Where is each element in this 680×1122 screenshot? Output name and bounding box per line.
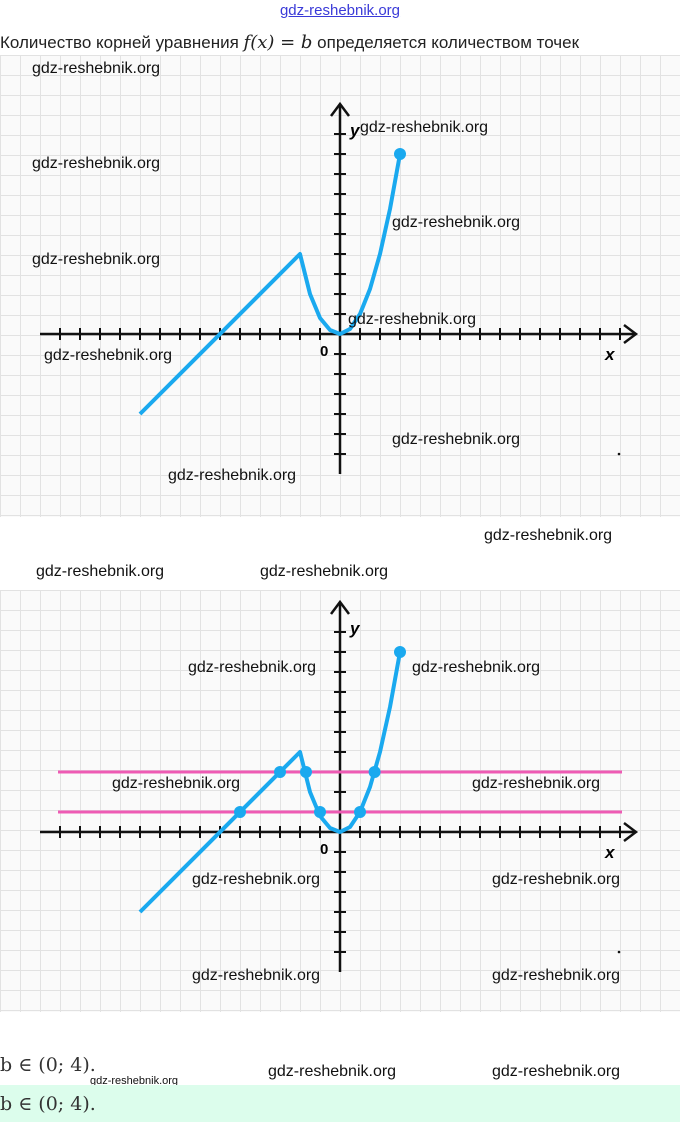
watermark: gdz-reshebnik.org bbox=[492, 967, 621, 984]
x-axis-arrow bbox=[623, 822, 639, 842]
intro-text: Количество корней уравнения f(x) = b опр… bbox=[0, 32, 580, 53]
function-curve bbox=[138, 153, 402, 416]
y-axis-arrow bbox=[330, 101, 350, 117]
answer-box bbox=[0, 1085, 680, 1122]
x-axis-label: x bbox=[604, 843, 616, 862]
x-axis-label: x bbox=[604, 345, 616, 364]
watermark: gdz-reshebnik.org bbox=[492, 1063, 621, 1080]
origin-label: 0 bbox=[320, 841, 328, 858]
watermark: gdz-reshebnik.org bbox=[492, 871, 621, 888]
watermark: gdz-reshebnik.org bbox=[260, 563, 389, 580]
watermark: gdz-reshebnik.org bbox=[472, 775, 601, 792]
watermark: gdz-reshebnik.org bbox=[348, 311, 477, 328]
curve-endpoint bbox=[394, 148, 406, 160]
watermark: gdz-reshebnik.org bbox=[112, 775, 241, 792]
dot bbox=[617, 452, 621, 456]
watermark: gdz-reshebnik.org bbox=[192, 967, 321, 984]
y-axis-label: y bbox=[349, 121, 361, 140]
y-axis-label: y bbox=[349, 619, 361, 638]
watermark: gdz-reshebnik.org bbox=[32, 251, 161, 268]
watermark: gdz-reshebnik.org bbox=[392, 214, 521, 231]
intersection-point bbox=[314, 806, 326, 818]
watermark: gdz-reshebnik.org bbox=[392, 431, 521, 448]
intersection-point bbox=[234, 806, 246, 818]
intersection-point bbox=[368, 766, 381, 778]
answer-text: b ∈ (0; 4). bbox=[0, 1054, 96, 1076]
intersection-point bbox=[300, 766, 312, 778]
function-curve bbox=[138, 651, 402, 914]
intersection-point bbox=[354, 806, 366, 818]
answer-highlighted: b ∈ (0; 4). bbox=[0, 1093, 96, 1115]
watermark: gdz-reshebnik.org bbox=[168, 467, 297, 484]
watermark: gdz-reshebnik.org bbox=[360, 119, 489, 136]
watermark: gdz-reshebnik.org bbox=[32, 155, 161, 172]
watermark: gdz-reshebnik.org bbox=[192, 871, 321, 888]
watermark: gdz-reshebnik.org bbox=[36, 563, 165, 580]
curve-endpoint bbox=[394, 646, 406, 658]
x-axis-arrow bbox=[623, 324, 639, 344]
origin-label: 0 bbox=[320, 343, 328, 360]
watermark: gdz-reshebnik.org bbox=[268, 1063, 397, 1080]
watermark: gdz-reshebnik.org bbox=[44, 347, 173, 364]
y-axis-arrow bbox=[330, 599, 350, 615]
watermark: gdz-reshebnik.org bbox=[484, 527, 613, 544]
watermark: gdz-reshebnik.org bbox=[90, 1075, 179, 1087]
source-link[interactable]: gdz-reshebnik.org bbox=[279, 2, 401, 19]
watermark: gdz-reshebnik.org bbox=[412, 659, 541, 676]
intersection-point bbox=[274, 766, 286, 778]
watermark: gdz-reshebnik.org bbox=[32, 60, 161, 77]
watermark: gdz-reshebnik.org bbox=[188, 659, 317, 676]
dot bbox=[617, 950, 621, 954]
